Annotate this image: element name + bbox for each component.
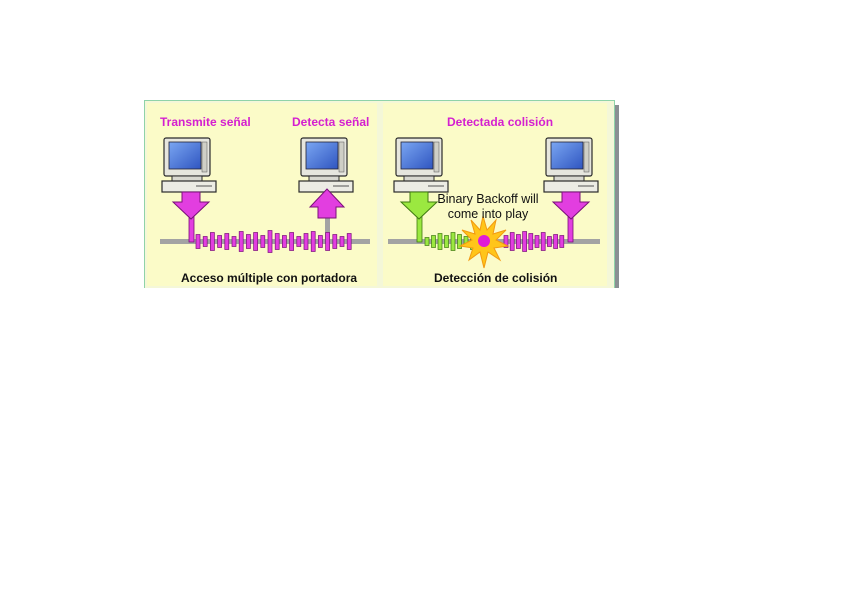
signal-pulse bbox=[282, 235, 287, 248]
backoff-annotation-line-1: Binary Backoff will bbox=[437, 192, 539, 206]
title-collision-detected: Detectada colisión bbox=[447, 115, 554, 129]
signal-pulse bbox=[296, 236, 302, 247]
signal-pulse bbox=[450, 232, 456, 251]
signal-wave-left bbox=[195, 230, 352, 253]
signal-pulse bbox=[246, 234, 251, 249]
arrow-up-icon bbox=[308, 188, 346, 219]
label-transmit-signal: Transmite señal bbox=[160, 115, 251, 129]
signal-pulse bbox=[540, 232, 546, 251]
signal-pulse bbox=[267, 230, 273, 253]
signal-pulse bbox=[509, 232, 515, 251]
signal-pulse bbox=[195, 234, 201, 249]
computer-icon bbox=[298, 137, 354, 193]
backoff-annotation: Binary Backoff will come into play bbox=[436, 192, 540, 222]
signal-pulse bbox=[553, 234, 558, 249]
signal-pulse bbox=[303, 233, 309, 250]
diagram-graphics bbox=[144, 100, 619, 289]
signal-pulse bbox=[424, 237, 430, 246]
signal-pulse bbox=[346, 233, 352, 250]
signal-pulse bbox=[547, 236, 552, 247]
computer-icon bbox=[543, 137, 599, 193]
csma-cd-diagram: Transmite señal Detecta señal Acceso múl… bbox=[144, 100, 619, 289]
signal-pulse bbox=[310, 231, 316, 252]
computer-icon bbox=[393, 137, 449, 193]
signal-pulse bbox=[534, 235, 540, 248]
signal-pulse bbox=[522, 231, 527, 252]
signal-pulse bbox=[318, 235, 323, 248]
signal-pulse bbox=[253, 232, 258, 251]
signal-pulse bbox=[260, 235, 266, 248]
arrow-down-icon bbox=[171, 191, 211, 220]
signal-pulse bbox=[202, 236, 208, 247]
signal-pulse bbox=[274, 233, 280, 250]
signal-pulse bbox=[444, 235, 449, 248]
signal-pulse bbox=[559, 235, 565, 248]
signal-pulse bbox=[503, 235, 509, 248]
signal-pulse bbox=[210, 232, 215, 251]
signal-pulse bbox=[457, 234, 462, 249]
arrow-down-icon bbox=[551, 191, 591, 220]
signal-pulse bbox=[217, 235, 222, 248]
caption-left: Acceso múltiple con portadora bbox=[181, 271, 358, 285]
caption-right: Detección de colisión bbox=[434, 271, 558, 285]
backoff-annotation-line-2: come into play bbox=[447, 207, 529, 221]
signal-pulse bbox=[332, 234, 338, 249]
signal-pulse bbox=[431, 235, 436, 248]
computer-icon bbox=[161, 137, 217, 193]
signal-pulse bbox=[289, 232, 294, 251]
signal-pulse bbox=[224, 233, 230, 250]
signal-pulse bbox=[528, 233, 534, 250]
label-detect-signal: Detecta señal bbox=[292, 115, 370, 129]
arrow-down-icon bbox=[399, 191, 439, 220]
signal-pulse bbox=[437, 233, 443, 250]
signal-pulse bbox=[516, 234, 521, 249]
signal-pulse bbox=[238, 231, 244, 252]
signal-pulse bbox=[339, 236, 345, 247]
signal-pulse bbox=[231, 236, 237, 247]
signal-pulse bbox=[325, 232, 330, 251]
